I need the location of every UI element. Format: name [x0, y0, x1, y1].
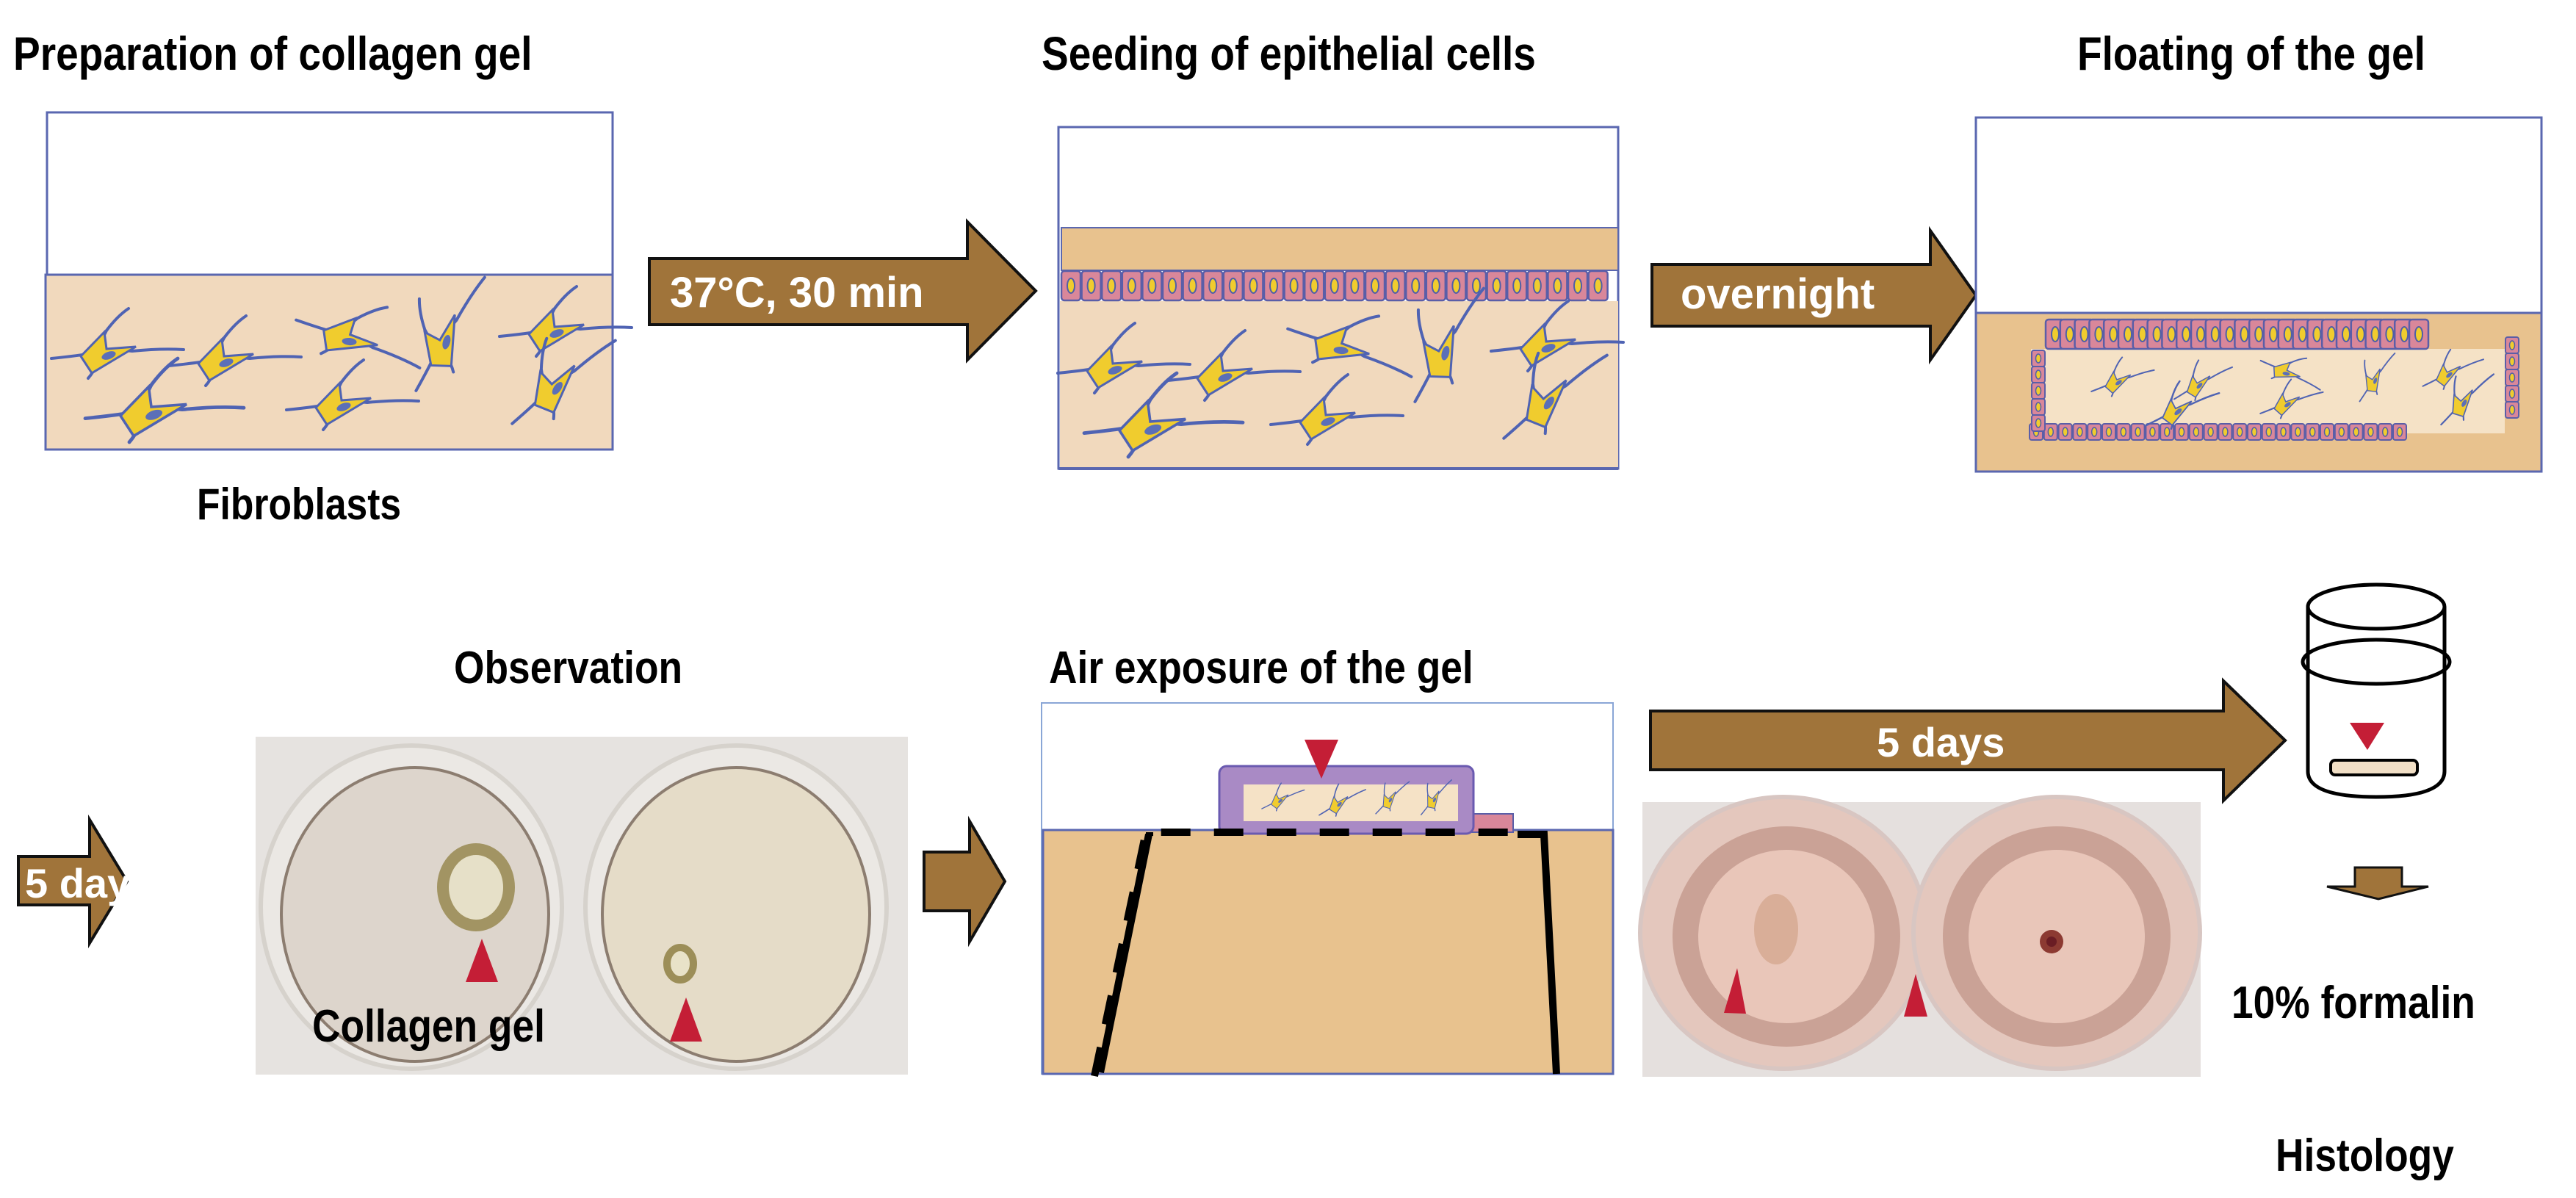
air-exposure-diagram — [1041, 702, 1614, 1078]
epithelial-cell — [2057, 423, 2073, 441]
epithelial-cell — [2031, 398, 2046, 416]
arrow-37c-label: 37°C, 30 min — [670, 269, 924, 317]
step2-title: Seeding of epithelial cells — [1042, 27, 1536, 80]
arrow-overnight: overnight — [1650, 225, 1978, 365]
epithelial-cell — [1243, 270, 1264, 302]
marker-arrowhead — [466, 939, 498, 982]
step1-title: Preparation of collagen gel — [13, 27, 533, 80]
epithelial-cell — [2505, 336, 2519, 354]
epithelial-cell — [2031, 350, 2046, 367]
epithelial-cell — [1385, 270, 1406, 302]
epithelial-cell — [1404, 270, 1426, 302]
arrow-5days-1: 5 days — [17, 814, 153, 949]
epithelial-cell — [1506, 270, 1528, 302]
epithelial-cell — [2031, 366, 2046, 383]
epithelial-cell — [1222, 270, 1244, 302]
epithelial-cell — [2392, 423, 2407, 441]
step6-fixative-label: 10% formalin — [2232, 978, 2475, 1028]
epithelial-cell — [2290, 423, 2306, 441]
epithelial-cell — [2130, 423, 2146, 441]
epithelial-cell — [1547, 270, 1568, 302]
arrow-overnight-label: overnight — [1681, 270, 1875, 318]
epithelial-cell — [2505, 353, 2519, 370]
epithelial-cell — [1121, 270, 1143, 302]
arrow-5days-1-label: 5 days — [25, 860, 153, 906]
step4-title: Observation — [454, 643, 683, 693]
step5-title: Air exposure of the gel — [1049, 643, 1473, 693]
epithelial-cell — [2505, 369, 2519, 386]
arrow-to-air-exposure — [923, 815, 1007, 948]
epithelial-cell — [2261, 423, 2276, 441]
epithelial-cell — [1283, 270, 1305, 302]
epithelial-cell — [1161, 270, 1183, 302]
epithelial-cell — [1587, 270, 1609, 302]
arrow-37c-30min: 37°C, 30 min — [648, 218, 1038, 364]
epithelial-cell — [2101, 423, 2116, 441]
step3-dish — [1974, 116, 2543, 473]
epithelial-cell — [2334, 423, 2349, 441]
observation-collagen-gel-label: Collagen gel — [312, 1001, 545, 1052]
arrow-5days-2-label: 5 days — [1877, 719, 2005, 765]
epithelial-cell — [2145, 423, 2160, 441]
epithelial-cell — [2505, 401, 2519, 419]
marker-arrowhead — [670, 997, 702, 1042]
epithelial-cell — [2276, 423, 2291, 441]
epithelial-cell — [2363, 423, 2378, 441]
epithelial-cell — [2247, 423, 2262, 441]
epithelial-cell — [2115, 423, 2131, 441]
epithelial-cell — [2031, 382, 2046, 400]
epithelial-cell — [2378, 423, 2393, 441]
epithelial-cell — [2348, 423, 2364, 441]
epithelial-cell — [1324, 270, 1346, 302]
epithelial-cell — [1100, 270, 1122, 302]
epithelial-cell — [2072, 423, 2088, 441]
arrow-5days-2: 5 days — [1649, 677, 2287, 804]
culture-photo — [1638, 795, 2202, 1077]
epithelial-cell — [1303, 270, 1325, 302]
arrow-to-histology — [2326, 866, 2429, 901]
epithelial-cell — [2305, 423, 2320, 441]
epithelial-cell — [2218, 423, 2233, 441]
epithelial-cell — [2203, 423, 2218, 441]
epithelial-cell — [1486, 270, 1507, 302]
step3-title: Floating of the gel — [2077, 27, 2425, 80]
epithelial-cell — [1080, 270, 1102, 302]
epithelial-cell — [1202, 270, 1224, 302]
epithelial-cell — [2505, 385, 2519, 403]
epithelial-cell — [2408, 318, 2430, 350]
epithelial-cell — [1141, 270, 1163, 302]
epithelial-cell — [1526, 270, 1548, 302]
marker-arrowhead — [1724, 968, 1746, 1014]
epithelial-cell — [1263, 270, 1285, 302]
marker-arrowhead — [1305, 740, 1338, 779]
observation-photo: Collagen gel — [256, 737, 908, 1075]
marker-arrowhead — [1904, 974, 1927, 1017]
step2-dish — [1056, 126, 1626, 470]
step6-final-label: Histology — [2276, 1130, 2454, 1181]
epithelial-cell — [1364, 270, 1386, 302]
epithelial-layer — [1060, 270, 1609, 302]
epithelial-cell — [1344, 270, 1365, 302]
epithelial-cell — [2174, 423, 2189, 441]
epithelial-cell — [1446, 270, 1467, 302]
epithelial-cell — [2031, 414, 2046, 432]
epithelial-cell — [2087, 423, 2102, 441]
epithelial-cell — [1567, 270, 1589, 302]
step1-caption: Fibroblasts — [197, 480, 402, 529]
epithelial-cell — [2320, 423, 2334, 441]
epithelial-cell — [2188, 423, 2204, 441]
fixation-tube — [2301, 582, 2452, 799]
epithelial-cell — [2043, 423, 2058, 441]
step1-dish — [44, 111, 634, 451]
epithelial-cell — [2232, 423, 2248, 441]
epithelial-cell — [1182, 270, 1203, 302]
epithelial-cell — [1060, 270, 1082, 302]
epithelial-cell — [1425, 270, 1447, 302]
marker-arrowhead — [2350, 723, 2384, 750]
